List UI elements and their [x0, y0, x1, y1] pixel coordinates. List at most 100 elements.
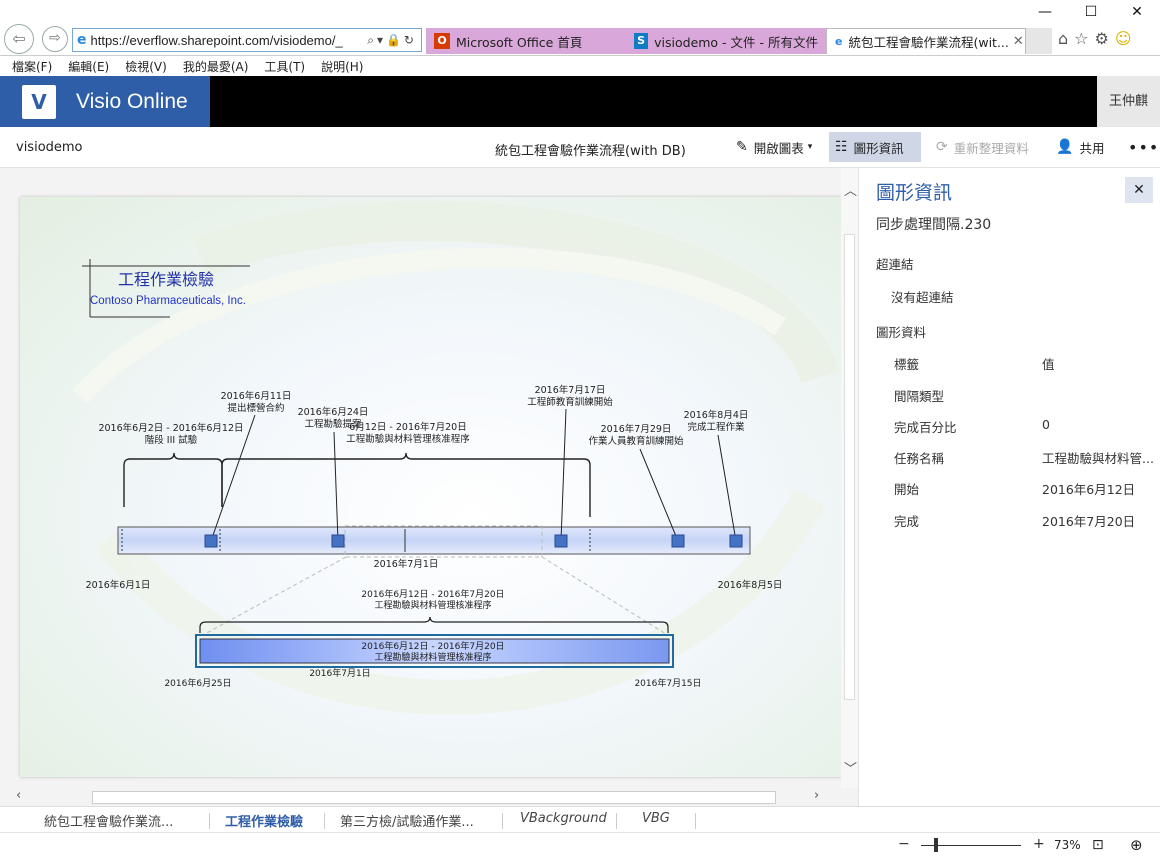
site-link[interactable]: visiodemo	[16, 140, 83, 155]
scroll-thumb[interactable]	[844, 234, 855, 700]
milestone-marker[interactable]	[554, 534, 568, 548]
interval-range: 2016年6月2日 - 2016年6月12日	[98, 422, 243, 434]
decor-swoosh	[95, 488, 826, 715]
sheet-tab-inspection[interactable]: 工程作業檢驗	[225, 815, 304, 830]
diagram-title: 工程作業檢驗	[118, 270, 214, 289]
vertical-scrollbar[interactable]: ︿ ﹀	[841, 168, 858, 788]
browser-titlebar: ⇦ ⇨ e https://everflow.sharepoint.com/vi…	[0, 0, 1160, 56]
address-url[interactable]: https://everflow.sharepoint.com/visiodem…	[90, 32, 343, 48]
chevron-down-icon: ▾	[807, 142, 813, 152]
browser-tab-diagram[interactable]: e 統包工程會驗作業流程(wit... ✕	[826, 28, 1026, 54]
arrow-right-icon: ⇨	[49, 30, 61, 46]
zoom-in-button[interactable]: +	[1033, 836, 1045, 852]
ie-page-icon: e	[77, 32, 87, 48]
zoom-magnifier-icon[interactable]: ⊕	[1130, 836, 1143, 854]
close-panel-button[interactable]: ✕	[1125, 177, 1153, 203]
timeline-bar[interactable]	[117, 526, 751, 555]
menu-view[interactable]: 檢視(V)	[125, 59, 167, 74]
smiley-icon[interactable]: ☺	[1114, 29, 1132, 48]
visio-brand[interactable]: V Visio Online	[0, 76, 210, 127]
sheet-tabs: 統包工程會驗作業流... 工程作業檢驗 第三方檢/試驗通作業... VBackg…	[0, 806, 1160, 832]
back-button[interactable]: ⇦	[4, 24, 34, 54]
sheet-tab-vbackground[interactable]: VBackground	[520, 811, 607, 826]
milestone-marker[interactable]	[331, 534, 345, 548]
data-row-label: 任務名稱	[894, 451, 945, 466]
milestone-marker[interactable]	[671, 534, 685, 548]
more-options-button[interactable]: •••	[1128, 137, 1160, 157]
close-icon: ✕	[1133, 182, 1145, 198]
detail-selection[interactable]	[195, 634, 674, 668]
minimize-icon[interactable]: —	[1038, 4, 1052, 20]
expand-guide	[204, 556, 347, 635]
milestone-leader	[210, 414, 256, 542]
col-value-header: 值	[1042, 357, 1055, 372]
scroll-right-icon[interactable]: ›	[814, 788, 820, 803]
status-bar: − + 73% ⊡ ⊕	[0, 832, 1160, 857]
address-tools-icon[interactable]: ⌕▾🔒↻	[367, 32, 417, 47]
favorites-star-icon[interactable]: ☆	[1074, 29, 1089, 48]
share-button[interactable]: 👤 共用	[1050, 132, 1110, 162]
sheet-tab-third-party[interactable]: 第三方檢/試驗通作業...	[340, 815, 474, 830]
fit-to-window-icon[interactable]: ⊡	[1092, 837, 1104, 853]
browser-tab-office[interactable]: O Microsoft Office 首頁	[426, 28, 626, 54]
tab-label: visiodemo - 文件 - 所有文件	[654, 34, 818, 50]
menu-edit[interactable]: 編輯(E)	[68, 59, 110, 74]
milestone-text: 工程勘驗提案	[304, 418, 362, 430]
gear-icon[interactable]: ⚙	[1094, 29, 1109, 48]
user-account[interactable]: 王仲麒	[1097, 76, 1160, 127]
new-tab-button[interactable]	[1026, 28, 1052, 54]
tab-separator	[324, 813, 325, 829]
document-title: 統包工程會驗作業流程(with DB)	[495, 144, 686, 159]
add-person-icon: 👤	[1056, 139, 1074, 155]
sheet-tab-vbg[interactable]: VBG	[642, 811, 670, 826]
sync-interval-region[interactable]	[344, 525, 543, 558]
menu-tools[interactable]: 工具(T)	[264, 59, 306, 74]
address-bar[interactable]: e https://everflow.sharepoint.com/visiod…	[72, 28, 422, 52]
data-row-value: 0	[1042, 417, 1050, 432]
refresh-data-button[interactable]: ⟳ 重新整理資料	[930, 132, 1035, 162]
shape-info-button[interactable]: ☷ 圖形資訊	[829, 132, 921, 162]
open-diagram-button[interactable]: ✎ 開啟圖表 ▾	[730, 132, 818, 162]
home-icon[interactable]: ⌂	[1058, 29, 1069, 48]
detail-end-date: 2016年7月15日	[634, 677, 701, 689]
data-row-value: 2016年7月20日	[1042, 514, 1136, 529]
forward-button[interactable]: ⇨	[42, 26, 68, 52]
zoom-slider-handle[interactable]	[934, 838, 938, 852]
tab-separator	[616, 813, 617, 829]
diagram-page[interactable]: 工程作業檢驗 Contoso Pharmaceuticals, Inc. 201…	[20, 197, 841, 777]
zoom-out-button[interactable]: −	[898, 836, 910, 852]
milestone-marker[interactable]	[729, 534, 743, 548]
close-tab-icon[interactable]: ✕	[1012, 34, 1024, 49]
tab-label: Microsoft Office 首頁	[456, 34, 583, 50]
interval-brace	[123, 452, 223, 507]
close-window-icon[interactable]: ✕	[1131, 4, 1143, 20]
ie-page-icon: e	[835, 34, 843, 48]
milestone-leader	[639, 448, 679, 542]
milestone-marker[interactable]	[204, 534, 218, 548]
data-row-label: 開始	[894, 482, 920, 497]
timeline-mid-date: 2016年7月1日	[374, 558, 439, 570]
scroll-left-icon[interactable]: ‹	[16, 788, 22, 803]
detail-bar-range: 2016年6月12日 - 2016年7月20日	[361, 640, 504, 652]
detail-bar[interactable]	[199, 638, 670, 664]
timeline-end-date: 2016年8月5日	[718, 579, 783, 591]
command-bar: visiodemo 統包工程會驗作業流程(with DB) ✎ 開啟圖表 ▾ ☷…	[0, 127, 1160, 168]
menu-favorites[interactable]: 我的最愛(A)	[182, 59, 249, 74]
sheet-tab-overview[interactable]: 統包工程會驗作業流...	[44, 815, 174, 830]
data-row-label: 完成	[894, 514, 920, 529]
scroll-thumb[interactable]	[92, 791, 776, 804]
scroll-up-icon[interactable]: ︿	[844, 184, 858, 199]
refresh-data-label: 重新整理資料	[953, 140, 1029, 156]
zoom-slider[interactable]	[921, 845, 1021, 846]
share-label: 共用	[1079, 140, 1105, 156]
browser-tab-documents[interactable]: S visiodemo - 文件 - 所有文件	[626, 28, 826, 54]
zoom-level[interactable]: 73%	[1054, 838, 1081, 852]
menu-file[interactable]: 檔案(F)	[12, 59, 53, 74]
maximize-icon[interactable]: ☐	[1084, 4, 1098, 20]
office-icon: O	[434, 33, 450, 49]
shape-info-panel: 圖形資訊 ✕ 同步處理間隔.230 超連結 沒有超連結 圖形資料 標籤 值 間隔…	[858, 168, 1160, 806]
menu-help[interactable]: 說明(H)	[321, 59, 364, 74]
milestone-leader	[717, 434, 737, 542]
horizontal-scrollbar[interactable]: ‹ ›	[0, 788, 858, 806]
scroll-down-icon[interactable]: ﹀	[844, 762, 858, 777]
